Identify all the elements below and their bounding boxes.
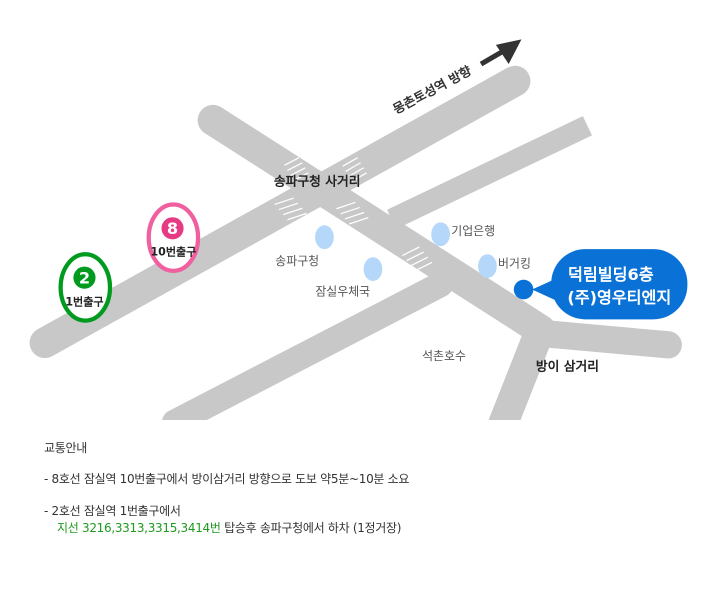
exit-label: 10번출구 [150, 245, 196, 259]
route-line8: - 8호선 잠실역 10번출구에서 방이삼거리 방향으로 도보 약5분~10분 … [44, 472, 410, 486]
line-2-icon [73, 266, 96, 289]
landmark-pins [315, 222, 497, 282]
exit-marker-line8: 8 10번출구 [146, 202, 201, 273]
route-line2-bus: 지선 3216,3313,3315,3414번 탑승후 송파구청에서 하차 (1… [57, 519, 401, 536]
destination-building: 덕림빌딩6층 [568, 265, 654, 284]
route-line2: - 2호선 잠실역 1번출구에서 [44, 504, 181, 518]
landmark-label: 잠실우체국 [315, 285, 370, 299]
roads [29, 65, 682, 420]
crosswalk-ne [342, 157, 367, 183]
road-main-diagonal [197, 104, 556, 346]
crosswalk-nw [284, 157, 309, 182]
crosswalk-east [402, 246, 433, 272]
intersection-label: 송파구청 사거리 [274, 174, 361, 190]
road-east [522, 319, 682, 359]
pin-icon [431, 222, 450, 247]
landmark-label: 버거킹 [498, 256, 531, 270]
junction-label: 방이 삼거리 [536, 358, 599, 374]
pin-icon [478, 254, 497, 279]
road-upper-parallel [387, 116, 592, 229]
destination-marker: 덕림빌딩6층 (주)영우티엔지 [513, 249, 688, 320]
destination-dot-icon [513, 279, 534, 300]
road-long-northeast [29, 65, 531, 359]
location-map: 몽촌토성역 방향 송파구청 사거리 방이 삼거리 송파구청 잠실우체국 기업은행… [29, 39, 688, 420]
landmark-label: 석촌호수 [422, 349, 466, 363]
road-south-branch [488, 319, 554, 420]
road-lower-parallel [162, 271, 454, 420]
bus-numbers: 지선 3216,3313,3315,3414번 [57, 521, 221, 535]
line-8-icon [161, 217, 184, 240]
landmark-label: 기업은행 [451, 224, 495, 238]
pin-icon [363, 257, 383, 282]
exit-label: 1번출구 [65, 295, 103, 309]
crosswalk-se [336, 201, 369, 225]
crosswalk-sw [274, 197, 307, 221]
direction-arrow-icon [479, 39, 522, 67]
bus-instructions: 탑승후 송파구청에서 하차 (1정거장) [220, 521, 402, 535]
transport-info-title: 교통안내 [44, 441, 87, 455]
pin-icon [315, 225, 334, 250]
exit-marker-line2: 2 1번출구 [58, 252, 113, 323]
landmark-label: 송파구청 [275, 254, 319, 268]
destination-company: (주)영우티엔지 [567, 288, 671, 307]
crosswalks [274, 157, 433, 272]
line-2-number: 2 [79, 269, 90, 288]
line-8-number: 8 [167, 219, 178, 238]
